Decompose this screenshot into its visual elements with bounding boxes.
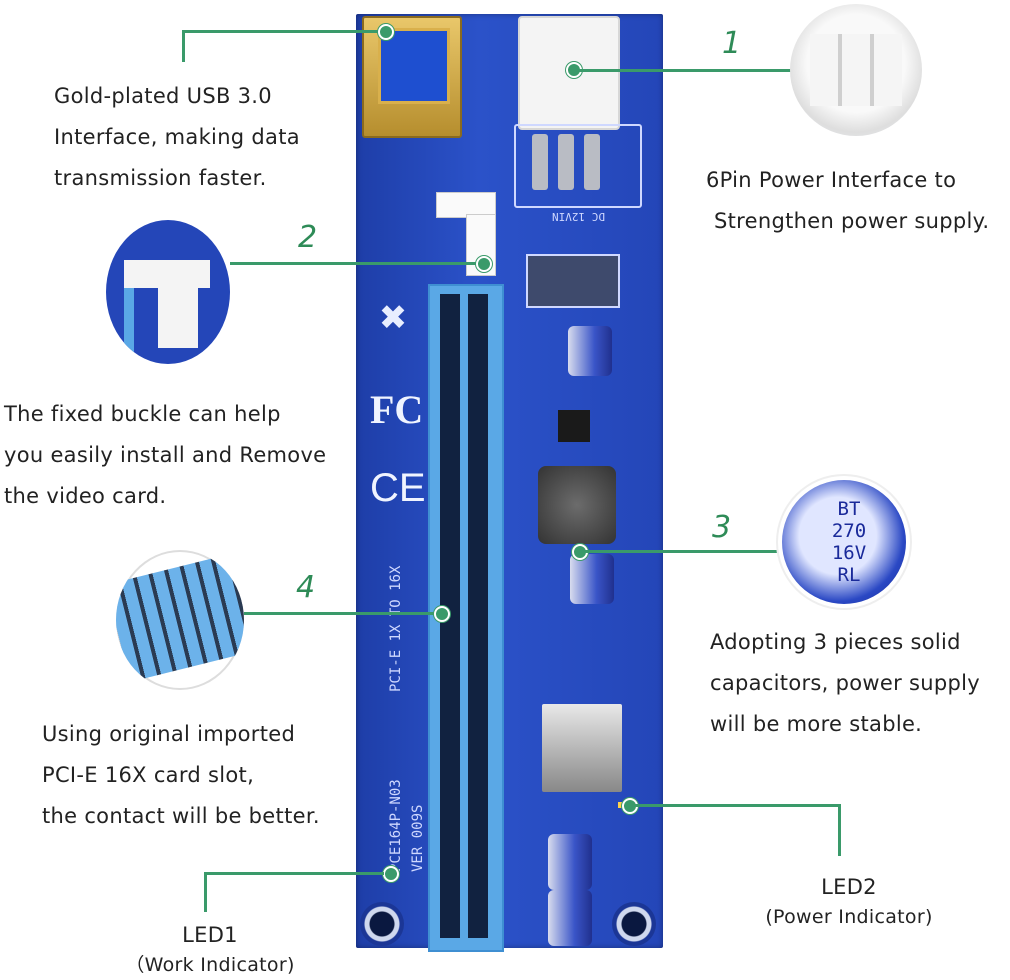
capacitor-leader-line bbox=[584, 550, 782, 553]
callout-number-1: 1 bbox=[722, 26, 742, 61]
slot-leader-dot bbox=[434, 606, 450, 622]
callout-number-4: 4 bbox=[296, 570, 316, 605]
led1-callout: LED1 （Work Indicator) bbox=[122, 920, 298, 980]
capacitor-ec3-icon bbox=[570, 554, 614, 604]
buckle-leader-line bbox=[230, 262, 482, 265]
buckle-zoom-image bbox=[106, 220, 230, 364]
usb-callout: Gold-plated USB 3.0 Interface, making da… bbox=[54, 76, 300, 199]
led2-leader-vertical bbox=[838, 804, 841, 856]
led1-leader-vertical bbox=[204, 872, 207, 912]
pcie-riser-board: DC 12VIN ✖ FC CE PCI-E 1X TO 16X PCE164P… bbox=[356, 14, 663, 952]
slot-callout-line: Using original imported bbox=[42, 722, 296, 746]
power-footprint bbox=[514, 124, 642, 208]
ic-chip-icon bbox=[558, 410, 590, 442]
slot-leader-line bbox=[244, 612, 440, 615]
led1-leader-dot bbox=[383, 866, 399, 882]
led2-subtitle: (Power Indicator) bbox=[765, 906, 933, 928]
capacitor-text: BT bbox=[837, 498, 861, 520]
power-callout-line: 6Pin Power Interface to bbox=[706, 168, 957, 192]
buckle-callout-line: the video card. bbox=[4, 484, 167, 508]
usb-callout-line: Gold-plated USB 3.0 bbox=[54, 84, 272, 108]
mounting-hole-icon bbox=[360, 902, 404, 946]
capacitor-callout: Adopting 3 pieces solid capacitors, powe… bbox=[710, 622, 980, 745]
inductor-icon bbox=[538, 466, 616, 544]
buckle-callout: The fixed buckle can help you easily ins… bbox=[4, 394, 326, 517]
capacitor-ec1-icon bbox=[548, 890, 592, 946]
fc-mark: FC bbox=[370, 387, 424, 432]
slot-zoom-image bbox=[116, 550, 244, 690]
usb-port-icon bbox=[362, 16, 462, 138]
capacitor-ec2-icon bbox=[548, 834, 592, 890]
version-silk-label: VER 009S bbox=[410, 804, 426, 872]
ce-mark: CE bbox=[370, 466, 426, 510]
smd-components bbox=[526, 254, 620, 308]
led1-title: LED1 bbox=[182, 923, 238, 947]
usb-callout-line: Interface, making data bbox=[54, 125, 300, 149]
led1-subtitle: （Work Indicator) bbox=[125, 954, 295, 976]
buckle-callout-line: you easily install and Remove bbox=[4, 443, 327, 467]
power-callout: 6Pin Power Interface to Strengthen power… bbox=[706, 160, 989, 242]
slot-callout-line: PCI-E 16X card slot, bbox=[42, 763, 255, 787]
usb-leader-vertical bbox=[182, 30, 185, 62]
model-silk-label: PCE164P-N03 bbox=[388, 779, 404, 872]
capacitor-zoom-image: BT 270 16V RL bbox=[776, 474, 912, 610]
led2-title: LED2 bbox=[821, 875, 877, 899]
power-callout-line: Strengthen power supply. bbox=[714, 209, 990, 233]
slot-silk-label: PCI-E 1X TO 16X bbox=[388, 565, 404, 692]
capacitor-text: 270 bbox=[831, 520, 867, 542]
capacitor-callout-line: capacitors, power supply bbox=[710, 671, 980, 695]
led2-leader-horizontal bbox=[634, 804, 840, 807]
power-leader-line bbox=[578, 69, 794, 72]
capacitor-text: RL bbox=[837, 564, 861, 586]
buckle-leader-dot bbox=[476, 256, 492, 272]
led1-leader-horizontal bbox=[204, 872, 384, 875]
capacitor-ec4-icon bbox=[568, 326, 612, 376]
callout-number-3: 3 bbox=[712, 510, 732, 545]
buckle-callout-line: The fixed buckle can help bbox=[4, 402, 281, 426]
capacitor-callout-line: Adopting 3 pieces solid bbox=[710, 630, 961, 654]
fixed-buckle-icon bbox=[436, 192, 496, 218]
usb-leader-horizontal bbox=[182, 30, 386, 33]
regulator-icon bbox=[542, 704, 622, 792]
power-silk-label: DC 12VIN bbox=[552, 210, 605, 223]
callout-number-2: 2 bbox=[298, 220, 318, 255]
capacitor-text: 16V bbox=[831, 542, 867, 564]
power-connector-icon bbox=[518, 16, 620, 130]
usb-leader-dot bbox=[378, 24, 394, 40]
led2-callout: LED2 (Power Indicator) bbox=[754, 872, 944, 932]
capacitor-callout-line: will be more stable. bbox=[710, 712, 923, 736]
slot-callout: Using original imported PCI-E 16X card s… bbox=[42, 714, 320, 837]
mounting-hole-icon bbox=[612, 902, 656, 946]
weee-bin-icon: ✖ bbox=[378, 298, 408, 338]
power-connector-zoom-image bbox=[790, 4, 922, 136]
usb-callout-line: transmission faster. bbox=[54, 166, 267, 190]
slot-callout-line: the contact will be better. bbox=[42, 804, 320, 828]
